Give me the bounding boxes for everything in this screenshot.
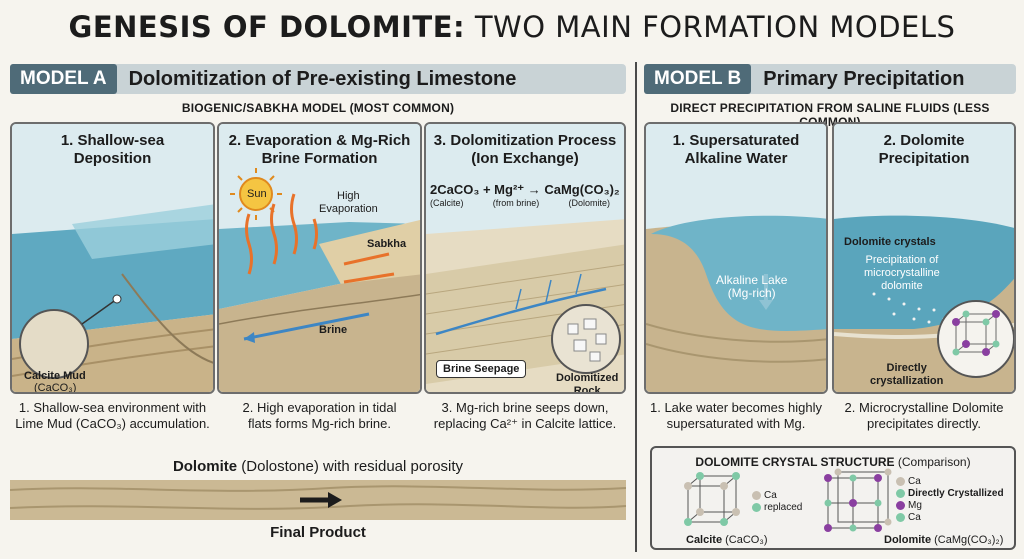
precipitating-crystals xyxy=(872,292,946,324)
crystal-structure-box: DOLOMITE CRYSTAL STRUCTURE (Comparison) … xyxy=(650,446,1016,550)
dolomite-caption: Dolomite (CaMg(CO₃)₂) xyxy=(884,534,1004,546)
model-b-name: Primary Precipitation xyxy=(763,67,965,90)
shallow-sea-illustration xyxy=(12,124,213,392)
dolostone-band xyxy=(10,480,626,520)
calcite-mud-magnifier xyxy=(19,309,89,379)
model-b-header: MODEL B Primary Precipitation xyxy=(644,64,1016,94)
sun-label: Sun xyxy=(247,188,267,200)
calcite-formula-label: (CaCO₃) xyxy=(34,382,77,394)
model-b-tag: MODEL B xyxy=(644,64,752,94)
mg-dot-icon xyxy=(896,500,905,510)
ca-dot-icon xyxy=(752,490,761,500)
ca-dot-icon xyxy=(896,512,905,522)
crystallized-dot-icon xyxy=(896,488,905,498)
model-a-subtitle: BIOGENIC/SABKHA MODEL (MOST COMMON) xyxy=(181,101,455,115)
crystal-lattice-diagrams xyxy=(684,468,892,532)
panel-a3-title: 3. Dolomitization Process(Ion Exchange) xyxy=(433,132,617,167)
model-a-header: MODEL A Dolomitization of Pre-existing L… xyxy=(10,64,626,94)
caption-a3: 3. Mg-rich brine seeps down,replacing Ca… xyxy=(433,400,617,431)
model-a-tag: MODEL A xyxy=(10,64,117,94)
final-product-label: Final Product xyxy=(270,524,366,541)
alkaline-lake-illustration xyxy=(646,124,826,392)
calcite-lattice xyxy=(687,475,737,523)
dolomitization-illustration xyxy=(426,124,624,392)
dolomite-legend: Ca Directly Crystallized Mg Ca xyxy=(896,476,1004,524)
crystal-structure-title: DOLOMITE CRYSTAL STRUCTURE (Comparison) xyxy=(695,455,971,469)
sun-icon xyxy=(239,177,273,211)
panel-dolomitization: 3. Dolomitization Process(Ion Exchange) … xyxy=(424,122,626,394)
page-title: GENESIS OF DOLOMITE: TWO MAIN FORMATION … xyxy=(68,10,956,44)
brine-label: Brine xyxy=(319,324,348,336)
dolomite-crystals-label: Dolomite crystals xyxy=(844,236,936,248)
dolomitization-equation: 2CaCO₃ + Mg²⁺ → CaMg(CO₃)₂ (Calcite)(fro… xyxy=(430,182,622,208)
evaporation-illustration xyxy=(219,124,420,392)
equation-text: 2CaCO₃ + Mg²⁺ → CaMg(CO₃)₂ xyxy=(430,182,620,197)
replaced-dot-icon xyxy=(752,502,761,512)
calcite-mud-label: Calcite Mud xyxy=(24,370,86,382)
brine-seepage-path xyxy=(435,287,607,336)
model-divider xyxy=(635,62,637,552)
crystal-lattice-magnifier xyxy=(937,300,1014,378)
brine-seepage-label: Brine Seepage xyxy=(436,360,527,378)
calcite-caption: Calcite (CaCO₃) xyxy=(686,534,768,546)
calcite-legend: Ca replaced xyxy=(752,490,802,514)
model-a-name: Dolomitization of Pre-existing Limestone xyxy=(128,67,517,90)
final-dolomite-title: Dolomite (Dolostone) with residual poros… xyxy=(172,458,464,475)
alkaline-lake-label: Alkaline Lake(Mg-rich) xyxy=(716,273,788,300)
precipitation-illustration xyxy=(834,124,1014,392)
evaporation-arrows xyxy=(245,193,318,275)
equation-subscripts: (Calcite)(from brine)(Dolomite) xyxy=(430,198,610,208)
sabkha-label: Sabkha xyxy=(367,238,407,250)
brine-flow-arrows xyxy=(343,252,395,284)
brine-arrow xyxy=(243,312,370,341)
dolomitized-rock-magnifier xyxy=(551,304,621,374)
ca-dot-icon xyxy=(896,476,905,486)
